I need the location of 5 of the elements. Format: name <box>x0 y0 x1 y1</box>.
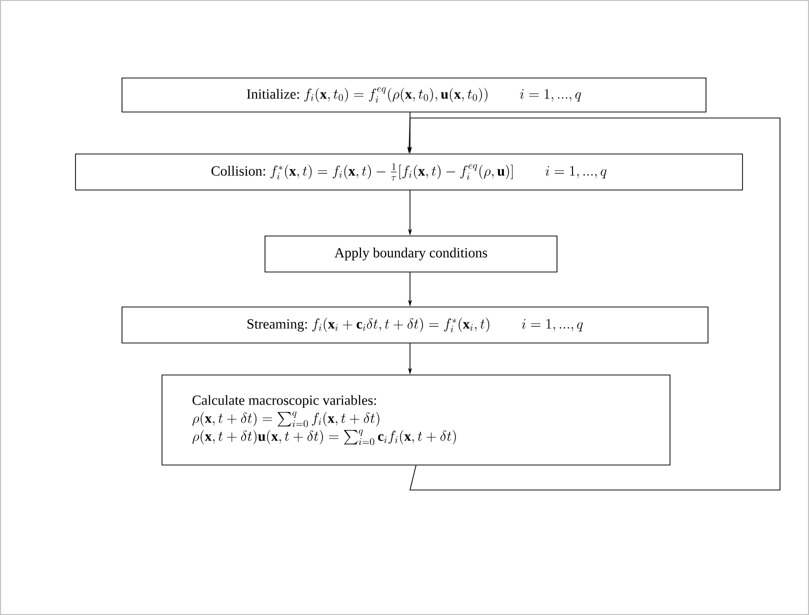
process-box: Calculate macroscopic variables: $\rho(\mathbf{x},t+\delta t) = \sum_{i=0}^{q} f_i(\mathbf{x},t+\delta t)$ $\rho(\mathbf{x},t+\delta t)\mathbf{u}(\mathbf{x},t+\delta t) = \sum_{i=0}^{q}\mathbf{c}_i f_i(\mathbf{x},t+\delta t)$ <box>162 374 670 466</box>
process-box: Initialize: $f_i(\mathbf{x},t_0) = f_i^{eq}(\rho(\mathbf{x},t_0),\mathbf{u}(\mathbf{x},t_0))$ $i = 1, ..., q$ <box>122 78 706 112</box>
process-box: Apply boundary conditions <box>264 236 558 272</box>
process-box: Collision: $f_i^*(\mathbf{x},t) = f_i(\mathbf{x},t) - \frac{1}{\tau}[f_i(\mathbf{x},t) - f_i^{eq}(\rho,\mathbf{u})]$ $i = 1, ..., q$ <box>75 154 743 190</box>
process-box: Streaming: $f_i(\mathbf{x}_i + \mathbf{c}_i\delta t, t+\delta t) = f_i^*(\mathbf{x}_i,t)$ $i = 1, ..., q$ <box>122 306 708 344</box>
